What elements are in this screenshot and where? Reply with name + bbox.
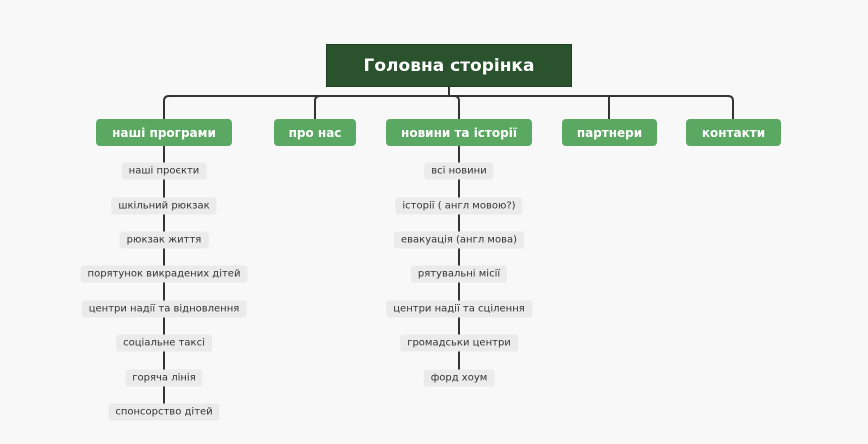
leaf-node[interactable]: центри надії та сцілення [386, 300, 532, 318]
leaf-node[interactable]: історії ( англ мовою?) [395, 197, 523, 215]
leaf-node[interactable]: спонсорство дітей [108, 403, 220, 421]
node-novyny[interactable]: новини та історії [386, 119, 532, 146]
root-node[interactable]: Головна сторінка [326, 44, 572, 87]
leaf-node[interactable]: рюкзак життя [119, 231, 209, 249]
leaf-node[interactable]: центри надії та відновлення [81, 300, 247, 318]
leaf-node[interactable]: соціальне таксі [116, 334, 212, 352]
node-kontakty[interactable]: контакти [686, 119, 781, 146]
leaf-node[interactable]: рятувальні місії [410, 265, 508, 283]
node-nashi-prohramy[interactable]: наші програми [96, 119, 232, 146]
leaf-node[interactable]: шкільний рюкзак [111, 197, 217, 215]
leaf-node[interactable]: всі новини [424, 162, 494, 180]
node-pro-nas[interactable]: про нас [274, 119, 356, 146]
leaf-node[interactable]: горяча лінія [125, 369, 203, 387]
leaf-node[interactable]: форд хоум [423, 369, 495, 387]
leaf-node[interactable]: евакуація (англ мова) [393, 231, 525, 249]
leaf-node[interactable]: наші проєкти [121, 162, 207, 180]
leaf-node[interactable]: громадськи центри [400, 334, 518, 352]
leaf-node[interactable]: порятунок викрадених дітей [80, 265, 248, 283]
node-partnery[interactable]: партнери [562, 119, 657, 146]
